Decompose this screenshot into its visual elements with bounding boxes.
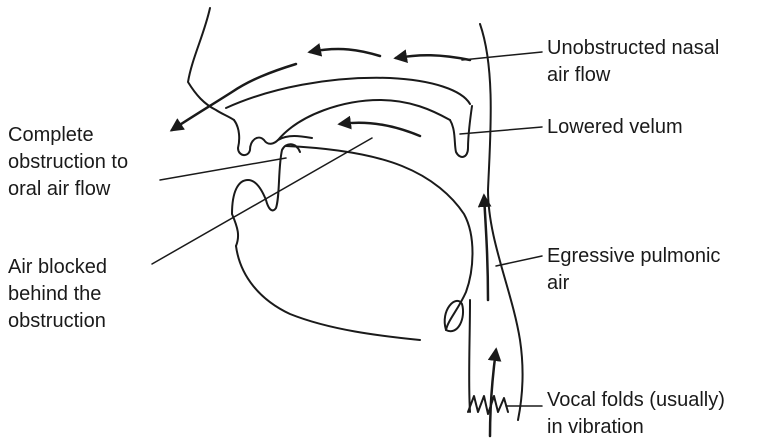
tongue-outline: [286, 146, 473, 330]
vocal-fold-air-arrow: [490, 350, 496, 436]
face-profile-outline: [188, 8, 234, 120]
label-complete-obstruction: Complete obstruction to oral air flow: [8, 122, 128, 203]
nasal-flow-arrow-tail: [396, 55, 470, 60]
leader-nasal-flow: [462, 52, 542, 60]
label-nasal-air-flow: Unobstructed nasal air flow: [547, 35, 719, 89]
label-egressive-pulmonic-air: Egressive pulmonic air: [547, 243, 720, 297]
leader-complete-obstruction: [160, 158, 286, 180]
lower-lip-outline: [232, 144, 300, 246]
throat-outline: [469, 300, 470, 412]
hard-palate-outline: [278, 100, 450, 140]
vocal-folds-zigzag: [468, 396, 508, 414]
velum-outline: [450, 106, 472, 157]
label-vocal-folds: Vocal folds (usually) in vibration: [547, 387, 725, 441]
label-air-blocked: Air blocked behind the obstruction: [8, 254, 107, 335]
leader-egressive-air: [496, 256, 542, 266]
velum-flow-arrow: [340, 123, 420, 136]
pulmonic-air-arrow: [484, 196, 488, 300]
label-lowered-velum: Lowered velum: [547, 114, 683, 141]
upper-lip-outline: [234, 120, 312, 155]
leader-air-blocked: [152, 138, 372, 264]
jaw-outline: [236, 246, 420, 340]
nasal-flow-arrow-2: [310, 49, 380, 56]
leader-lowered-velum: [460, 127, 542, 134]
